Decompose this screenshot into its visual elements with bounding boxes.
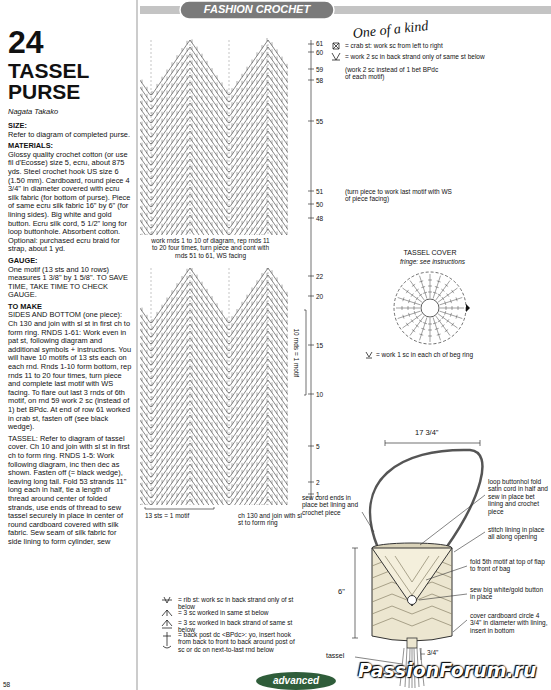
row-number: 55 xyxy=(316,118,323,125)
row-number: 22 xyxy=(316,273,323,280)
stitch-marks xyxy=(142,38,287,235)
row-number: 51 xyxy=(316,188,323,195)
callout: loop buttonhol fold satin cord in half a… xyxy=(488,478,549,515)
callout: cover cardboard circle 4 3/4" in diamete… xyxy=(470,612,548,634)
row-number: 59 xyxy=(316,66,323,73)
instruction-text: TASSEL: Refer to diagram of tassel cover… xyxy=(8,435,132,547)
legend-text: = work 2 sc in back strand only of same … xyxy=(345,53,545,60)
crochet-chart xyxy=(136,0,314,690)
chart-block xyxy=(140,38,288,235)
row-number: 50 xyxy=(316,201,323,208)
designer-name: Nagata Takako xyxy=(8,108,58,117)
callout: tassel xyxy=(326,652,344,660)
watermark: PassionForum.ru xyxy=(358,660,537,682)
rib-st-symbol xyxy=(162,597,172,603)
pattern-number: 24 xyxy=(8,24,44,61)
two-sc-symbol xyxy=(332,53,340,60)
motif-columns xyxy=(151,38,268,235)
motif-dimension: 10 rnds = 1 motif xyxy=(292,313,299,393)
legend-text: = back post dc <BPdc>: yo, insert hook f… xyxy=(178,631,300,653)
cover-outline xyxy=(394,272,466,344)
tassel-cover-chart xyxy=(394,272,470,344)
section-heading: GAUGE: xyxy=(8,257,132,266)
legend-text: = rib st: work sc in back strand only of… xyxy=(178,596,300,611)
callout: fold 5th motif at top of flap to front o… xyxy=(470,558,548,573)
three-sc-symbol xyxy=(162,610,172,616)
chart-note: (work 2 sc instead of 1 bet BPdc of each… xyxy=(345,66,440,81)
section-heading: MATERIALS: xyxy=(8,142,132,151)
chart-note: fringe: see instructions xyxy=(400,258,510,265)
header-tab xyxy=(180,1,334,19)
chart-note: (turn piece to work last motif with WS o… xyxy=(345,188,455,203)
instruction-text: SIDES AND BOTTOM (one piece): Ch 130 and… xyxy=(8,311,132,431)
bag-body xyxy=(372,548,452,641)
three-sc-back-symbol xyxy=(162,620,172,628)
row-number: 48 xyxy=(316,215,323,222)
article-title: TASSEL PURSE xyxy=(8,60,118,102)
row-number: 58 xyxy=(316,77,323,84)
purse-illustration xyxy=(352,440,485,688)
chart-title: TASSEL COVER xyxy=(388,249,472,257)
strap xyxy=(370,450,482,548)
dimension-line xyxy=(421,648,425,660)
instruction-text: Glossy quality crochet cotton (or use fi… xyxy=(8,151,132,254)
dimension: 17 3/4" xyxy=(415,429,439,438)
stitch-symbols xyxy=(162,43,372,648)
flap-pattern xyxy=(385,556,439,595)
chart-note: ch 130 and join with sl st to form ring xyxy=(238,512,306,527)
callout: stitch lining in place all along opening xyxy=(488,526,548,541)
instruction-text: One motif (13 sts and 10 rows) measures … xyxy=(8,266,132,300)
cover-stitches xyxy=(396,274,464,342)
instruction-column: SIZE:Refer to diagram of completed purse… xyxy=(8,122,132,550)
dimension-line xyxy=(385,440,480,446)
row-number: 15 xyxy=(316,342,323,349)
legend-text: = crab st: work sc from left to right xyxy=(345,42,545,49)
motif-bracket xyxy=(304,310,306,395)
chart-note: work rnds 1 to 10 of diagram, rep rnds 1… xyxy=(148,237,273,259)
leader-lines xyxy=(355,495,485,664)
motif-columns xyxy=(151,268,268,505)
pattern-rows xyxy=(140,268,288,505)
row-number: 61 xyxy=(316,40,323,47)
callout: sew big white/gold button in place xyxy=(470,586,546,601)
chain-ring xyxy=(421,299,439,317)
row-scale xyxy=(311,40,312,500)
page-number: 58 xyxy=(3,681,10,688)
button xyxy=(408,596,417,605)
legend-text: = work 1 sc in each ch of beg ring xyxy=(376,351,506,358)
row-number: 60 xyxy=(316,49,323,56)
row-number: 2 xyxy=(316,479,320,486)
callout: sew cord ends in place bet lining and cr… xyxy=(302,494,360,516)
section-header: FASHION CROCHET xyxy=(186,3,328,16)
dimension: 3/4" xyxy=(427,649,438,656)
legend-text: = 3 sc worked in same st below xyxy=(178,609,300,616)
column-rule xyxy=(137,0,138,690)
tassel-cap xyxy=(407,638,417,648)
chart-block xyxy=(140,268,288,505)
series-name: One of a kind xyxy=(352,18,429,42)
instruction-text: Refer to diagram of completed purse. xyxy=(8,131,132,140)
row-number: 10 xyxy=(316,391,323,398)
level-badge xyxy=(256,672,336,690)
motif-bracket xyxy=(145,507,214,509)
sc-symbol xyxy=(366,352,372,358)
crab-st-symbol xyxy=(333,43,339,49)
stitch-marks xyxy=(142,268,287,505)
dimension-line xyxy=(352,548,358,638)
section-heading: TO MAKE xyxy=(8,303,132,312)
bpdc-symbol xyxy=(163,632,171,648)
motif-dimension: 13 sts = 1 motif xyxy=(145,512,217,519)
level-badge-text: advanced xyxy=(256,675,336,687)
row-number: 5 xyxy=(316,443,320,450)
section-heading: SIZE: xyxy=(8,122,132,131)
fasten-off-wedge xyxy=(466,304,470,312)
row-number: 20 xyxy=(316,293,323,300)
dimension: 6" xyxy=(338,588,345,597)
